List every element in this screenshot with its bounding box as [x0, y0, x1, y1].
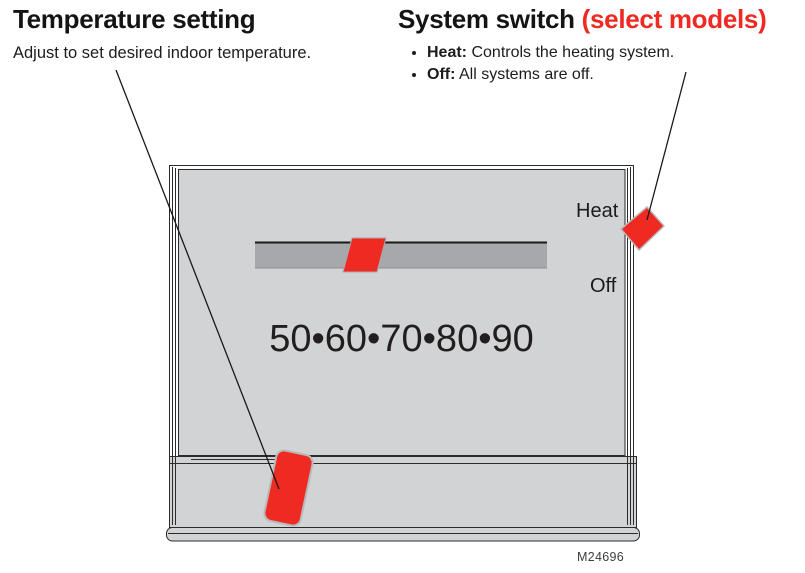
bullet-heat: Heat: Controls the heating system.: [427, 42, 766, 64]
slider-handle: [342, 237, 387, 273]
heat-position-label: Heat: [576, 200, 619, 222]
temperature-setting-callout: Temperature setting Adjust to set desire…: [13, 4, 311, 63]
system-switch-handle: [619, 205, 666, 252]
system-switch-title-main: System switch: [398, 4, 582, 34]
leader-line-temperature: [115, 69, 280, 490]
bullet-off: Off: All systems are off.: [427, 64, 766, 86]
system-switch-title: System switch (select models): [398, 4, 767, 35]
thermostat-bottom-strip: [166, 527, 640, 542]
temperature-scale: 50•60•70•80•90: [269, 318, 534, 360]
system-switch-title-highlight: (select models): [581, 4, 767, 34]
system-switch-callout: System switch (select models) Heat: Cont…: [398, 4, 767, 86]
slider-track: [255, 242, 547, 268]
system-switch-bullet-list: Heat: Controls the heating system. Off: …: [398, 42, 766, 86]
temperature-setting-title: Temperature setting: [13, 4, 256, 34]
bullet-off-term: Off:: [427, 66, 456, 83]
leader-line-system-switch: [646, 71, 687, 221]
temperature-setting-description: Adjust to set desired indoor temperature…: [13, 44, 312, 62]
bullet-heat-term: Heat:: [427, 44, 468, 61]
figure-number: M24696: [577, 550, 624, 564]
bullet-heat-text: Controls the heating system.: [467, 44, 675, 61]
off-position-label: Off: [590, 275, 617, 297]
temperature-lever: [263, 449, 314, 527]
thermostat-face: [178, 169, 626, 456]
thermostat-base: [169, 456, 637, 528]
bullet-off-text: All systems are off.: [455, 66, 594, 83]
